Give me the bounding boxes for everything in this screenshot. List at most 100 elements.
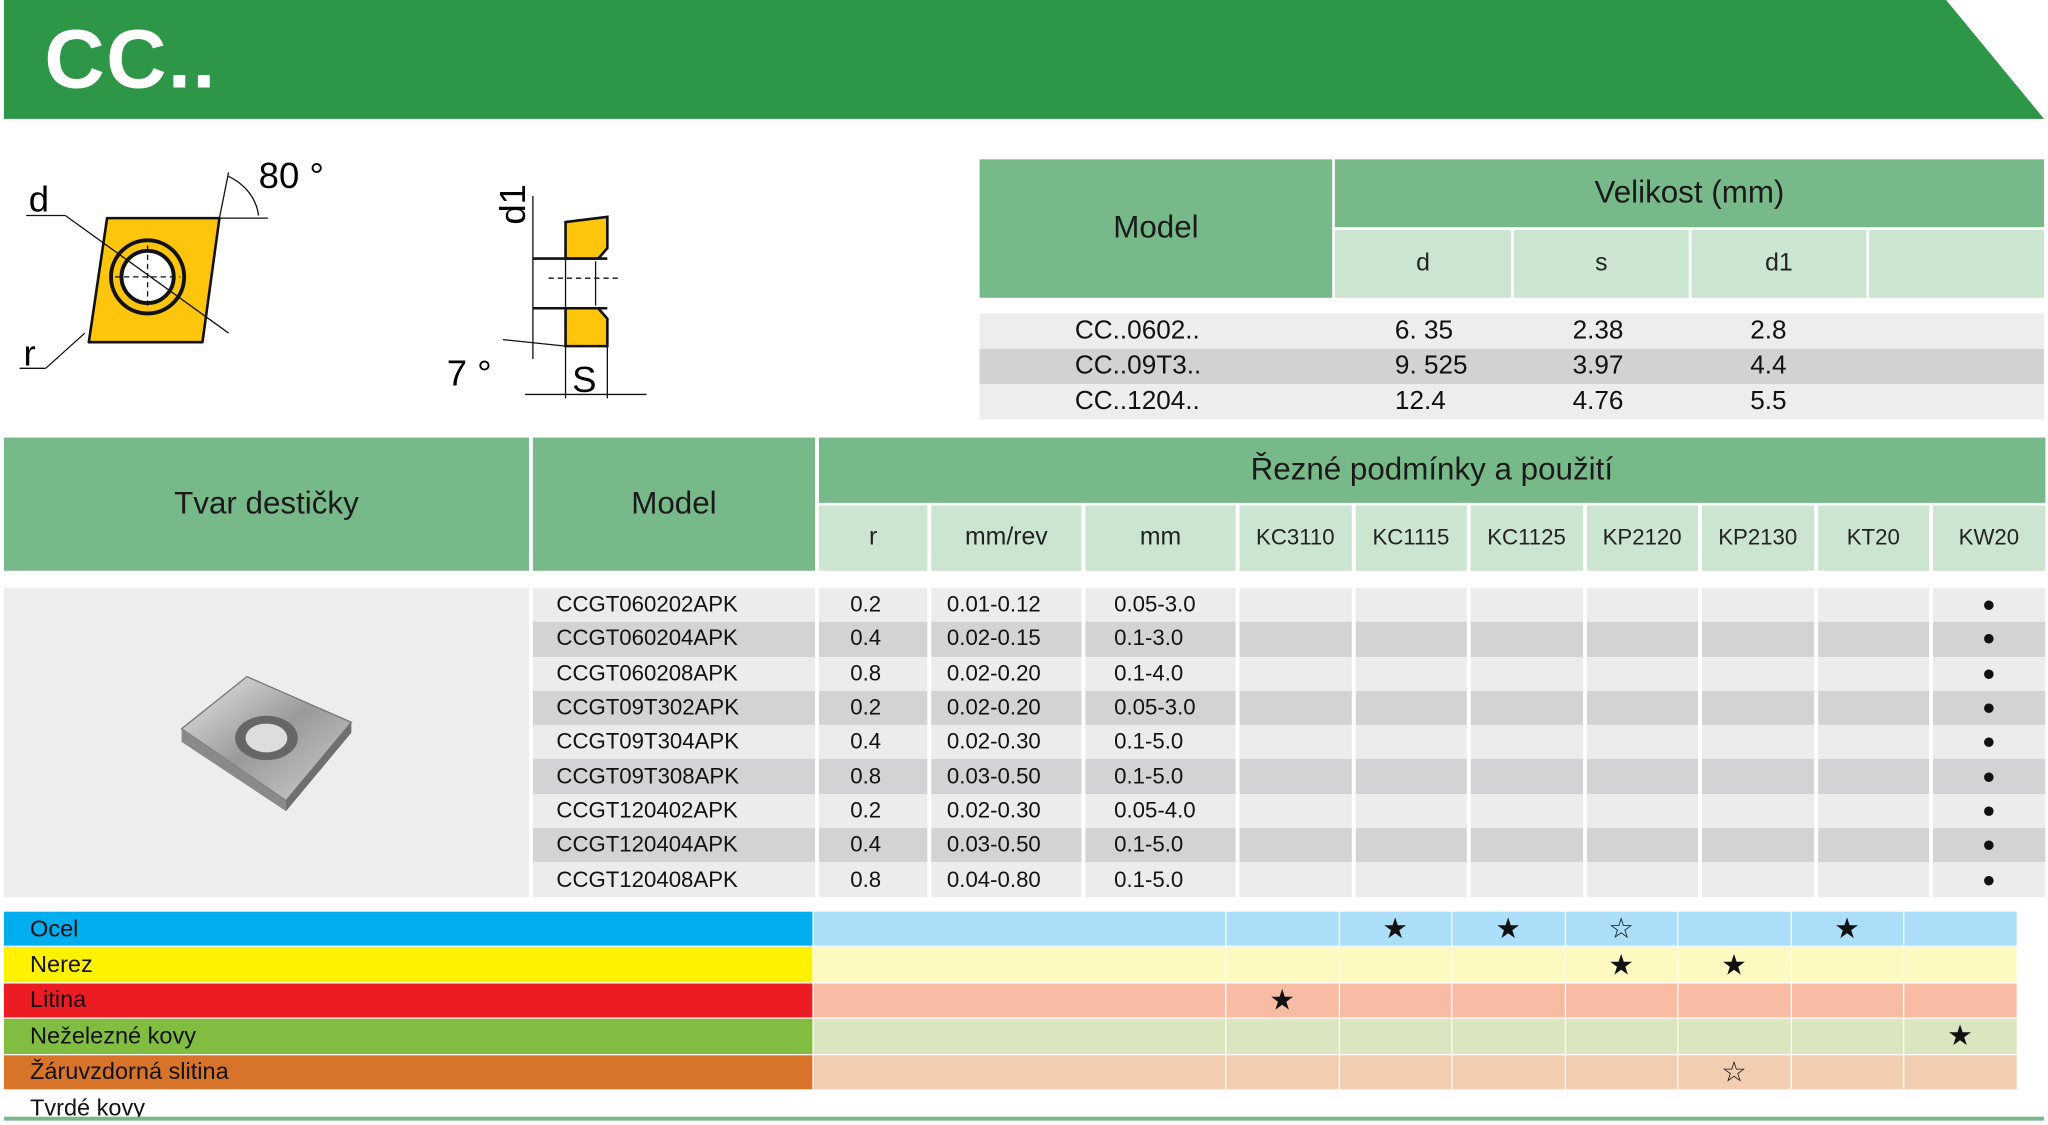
title-banner [3,0,2045,119]
size-d1: 2.8 [1750,316,1787,345]
row-grade-mark [1470,828,1583,863]
material-grade-rating [1226,1018,1339,1055]
material-grade-rating [1226,911,1339,948]
row-grade-mark [1239,587,1352,623]
material-grade-rating [1339,1054,1452,1091]
material-conditions-blank [813,911,1226,948]
material-grade-rating [1565,1018,1678,1055]
row-model: CCGT060204APK [532,622,816,657]
row-grade-mark [1470,587,1583,623]
row-grade-mark [1355,690,1467,726]
material-grade-rating [1791,1054,1904,1091]
row-model: CCGT120402APK [532,793,816,829]
row-r: 0.8 [818,759,928,794]
row-grade-mark [1355,828,1467,863]
material-grade-rating: ★ [1904,1018,2016,1055]
row-grade-mark [1586,793,1698,829]
size-model: CC..1204.. [1074,386,1200,416]
row-grade-mark [1586,587,1698,623]
row-grade-mark: ● [1933,656,2045,691]
row-grade-mark [1239,793,1352,829]
material-grade-rating [1226,1054,1339,1091]
material-grade-rating: ★ [1452,911,1565,948]
row-feed: 0.02-0.20 [931,690,1082,726]
material-grade-rating [1904,983,2016,1019]
row-feed: 0.03-0.50 [931,759,1082,794]
material-conditions-blank [813,1054,1226,1091]
d1-label: d1 [492,184,533,225]
subheader-kc1125: KC1125 [1470,505,1583,571]
subheader-kw20: KW20 [1933,505,2045,571]
r-label: r [24,333,36,374]
row-grade-mark [1817,656,1930,691]
row-feed: 0.02-0.30 [931,793,1082,829]
row-grade-mark [1817,828,1930,863]
material-grade-rating [1339,947,1452,984]
size-col-d1: d1 [1691,229,1867,298]
size-group-header: Velikost (mm) [1334,159,2045,228]
row-grade-mark: ● [1933,690,2045,726]
row-grade-mark [1355,793,1467,829]
subheader-r: r [818,505,928,571]
row-feed: 0.02-0.30 [931,725,1082,760]
row-r: 0.4 [818,622,928,657]
size-s: 2.38 [1572,316,1624,345]
material-grade-rating: ★ [1565,947,1678,984]
size-col-blank [1869,229,2045,298]
row-r: 0.2 [818,793,928,829]
row-grade-mark [1586,759,1698,794]
material-grade-rating [1791,983,1904,1019]
size-d: 6. 35 [1394,316,1454,345]
row-model: CCGT09T302APK [532,690,816,726]
row-grade-mark [1470,725,1583,760]
material-grade-rating [1791,1018,1904,1055]
row-grade-mark [1470,656,1583,691]
header-spacer [4,571,2045,588]
row-depth: 0.1-5.0 [1085,828,1236,863]
row-feed: 0.04-0.80 [931,862,1082,897]
material-grade-rating [1904,947,2016,984]
row-depth: 0.05-3.0 [1085,587,1236,623]
row-grade-mark [1701,759,1814,794]
size-d1: 5.5 [1750,386,1787,416]
row-grade-mark [1355,759,1467,794]
row-r: 0.2 [818,587,928,623]
row-grade-mark [1355,725,1467,760]
size-d1: 4.4 [1750,351,1787,381]
row-r: 0.4 [818,725,928,760]
row-grade-mark [1701,828,1814,863]
d-label: d [29,179,49,220]
row-grade-mark [1586,690,1698,726]
size-model-header: Model [979,159,1333,298]
size-s: 3.97 [1572,351,1624,381]
row-grade-mark [1701,862,1814,897]
material-grade-rating: ★ [1678,947,1791,984]
insert-photo [3,587,529,897]
row-grade-mark [1586,828,1698,863]
row-grade-mark [1239,690,1352,726]
row-grade-mark [1701,587,1814,623]
row-grade-mark [1701,690,1814,726]
material-grade-rating [1339,983,1452,1019]
material-grade-rating [1452,1054,1565,1091]
material-grade-rating: ★ [1226,983,1339,1019]
row-depth: 0.1-5.0 [1085,759,1236,794]
row-grade-mark [1470,793,1583,829]
material-grade-rating [1904,1054,2016,1091]
relief-angle-label: 7 ° [447,352,492,393]
row-grade-mark: ● [1933,759,2045,794]
row-r: 0.8 [818,656,928,691]
material-label: Ocel [3,911,813,948]
row-model: CCGT09T308APK [532,759,816,794]
material-application-table: Ocel★★☆★Nerez★★Litina★Neželezné kovy★Žár… [3,911,2044,1125]
subheader-kc1115: KC1115 [1355,505,1467,571]
size-d: 12.4 [1394,386,1446,416]
material-grade-rating [1452,947,1565,984]
material-grade-rating [1452,1018,1565,1055]
row-grade-mark [1239,759,1352,794]
row-grade-mark [1355,656,1467,691]
row-grade-mark [1239,656,1352,691]
